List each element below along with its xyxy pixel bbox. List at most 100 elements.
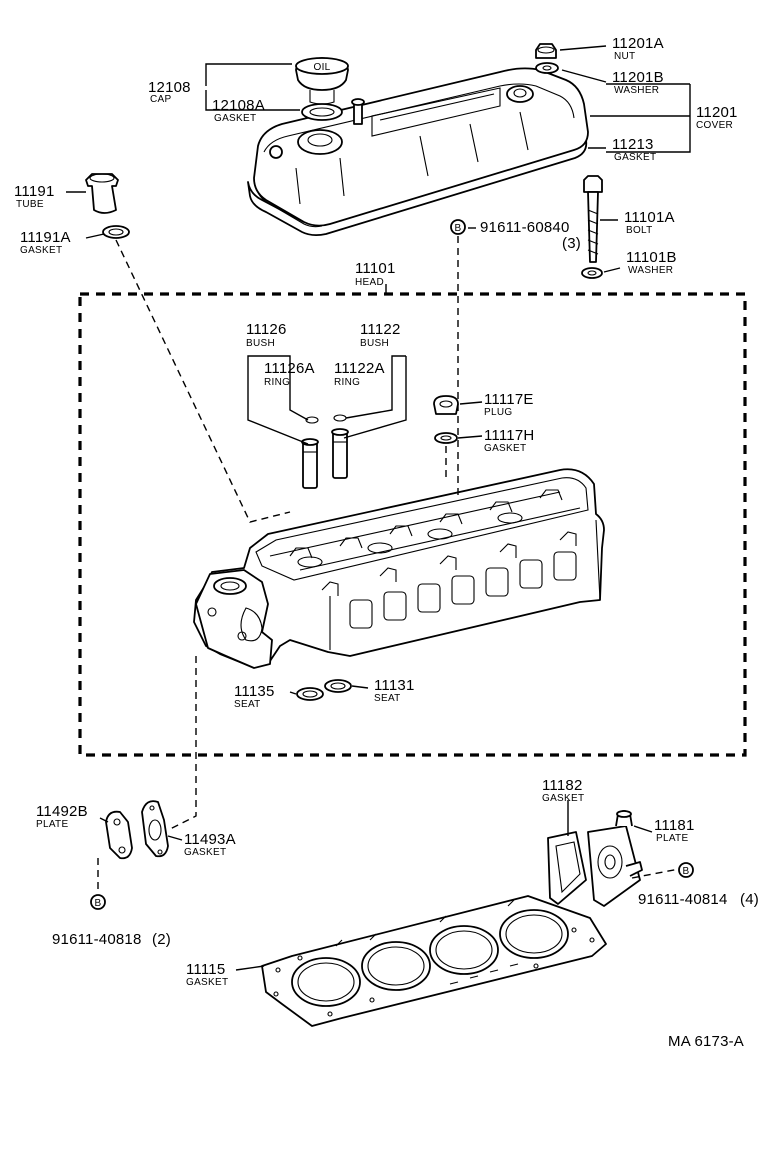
head-assembly-boundary	[78, 284, 747, 757]
label-cap: 12108 CAP	[148, 79, 191, 105]
label-left-gasket: 11493A GASKET	[184, 831, 236, 858]
label-cover: 11201 COVER	[696, 104, 738, 131]
label-bush-intake: 11126 BUSH	[246, 321, 287, 349]
label-right-plate: 11181 PLATE	[654, 817, 695, 844]
svg-text:B: B	[95, 898, 102, 909]
cylinder-head-drawing	[193, 468, 605, 669]
svg-text:11213: 11213	[612, 136, 654, 153]
svg-text:HEAD: HEAD	[355, 277, 384, 288]
svg-text:11131: 11131	[374, 677, 415, 694]
intake-bush-ring-drawing	[305, 416, 319, 424]
label-bolt-ref-top: 91611-60840 (3)	[480, 219, 581, 252]
cover-nut-drawing	[535, 43, 557, 59]
svg-text:12108: 12108	[148, 79, 191, 96]
right-gasket-drawing	[547, 831, 587, 905]
svg-text:12108A: 12108A	[212, 97, 265, 114]
svg-text:B: B	[455, 223, 462, 234]
intake-valve-seat-drawing	[296, 687, 324, 701]
label-ring-exhaust: 11122A RING	[334, 360, 385, 388]
svg-text:(4): (4)	[740, 891, 759, 908]
svg-text:11493A: 11493A	[184, 831, 236, 848]
svg-text:NUT: NUT	[614, 51, 635, 62]
svg-text:GASKET: GASKET	[186, 977, 228, 988]
label-tube-gasket: 11191A GASKET	[20, 229, 71, 256]
svg-text:CAP: CAP	[150, 94, 171, 105]
label-cover-washer: 11201B WASHER	[612, 69, 664, 96]
svg-text:PLUG: PLUG	[484, 407, 512, 418]
b-marker-left: B	[90, 894, 106, 910]
svg-text:BOLT: BOLT	[626, 225, 653, 236]
svg-text:11191A: 11191A	[20, 229, 71, 246]
svg-text:11126: 11126	[246, 321, 287, 338]
label-plug: 11117E PLUG	[484, 391, 534, 418]
label-nut: 11201A NUT	[612, 35, 664, 62]
svg-text:11117E: 11117E	[484, 391, 534, 408]
label-head: 11101 HEAD	[355, 260, 396, 288]
label-bolt-ref-right: 91611-40814 (4)	[638, 891, 759, 908]
b-marker-right: B	[678, 862, 694, 878]
svg-text:91611-60840: 91611-60840	[480, 219, 570, 236]
svg-text:11135: 11135	[234, 683, 275, 700]
svg-text:11181: 11181	[654, 817, 695, 834]
label-bolt-washer: 11101B WASHER	[626, 249, 677, 276]
svg-text:11115: 11115	[186, 961, 225, 978]
cap-marking: OIL	[313, 62, 330, 73]
right-plate-drawing	[587, 810, 643, 907]
svg-text:(2): (2)	[152, 931, 171, 948]
svg-text:WASHER: WASHER	[614, 85, 659, 96]
label-seat-intake: 11135 SEAT	[234, 683, 275, 710]
svg-text:TUBE: TUBE	[16, 199, 44, 210]
svg-text:11122: 11122	[360, 321, 401, 338]
diagram-id: MA 6173-A	[668, 1033, 744, 1050]
svg-text:SEAT: SEAT	[374, 693, 401, 704]
svg-text:COVER: COVER	[696, 120, 733, 131]
svg-text:11201: 11201	[696, 104, 738, 121]
svg-text:11126A: 11126A	[264, 360, 315, 377]
svg-text:11101B: 11101B	[626, 249, 677, 266]
cylinder-head-gasket-drawing	[261, 895, 607, 1027]
svg-text:RING: RING	[264, 377, 290, 388]
svg-text:PLATE: PLATE	[656, 833, 688, 844]
label-cap-gasket: 12108A GASKET	[212, 97, 265, 124]
svg-text:PLATE: PLATE	[36, 819, 68, 830]
svg-text:11101: 11101	[355, 260, 396, 277]
svg-text:11201B: 11201B	[612, 69, 664, 86]
svg-text:GASKET: GASKET	[542, 793, 584, 804]
exhaust-valve-seat-drawing	[324, 679, 352, 693]
svg-text:11182: 11182	[542, 777, 583, 794]
svg-text:RING: RING	[334, 377, 360, 388]
label-tube: 11191 TUBE	[14, 183, 54, 210]
svg-text:GASKET: GASKET	[20, 245, 62, 256]
oil-filler-cap-gasket-drawing	[301, 103, 343, 121]
valve-cover-drawing	[253, 67, 589, 227]
label-bolt: 11101A BOLT	[624, 209, 675, 236]
intake-valve-guide-bush-drawing	[301, 438, 319, 489]
tube-drawing	[85, 173, 119, 214]
left-cover-plate-drawing	[105, 810, 133, 860]
label-right-gasket: 11182 GASKET	[542, 777, 584, 804]
leader-lines	[66, 45, 691, 971]
label-bolt-ref-left: 91611-40818 (2)	[52, 931, 171, 948]
assembly-dashed-lines	[97, 236, 685, 890]
svg-text:GASKET: GASKET	[614, 152, 656, 163]
head-bolt-washer-drawing	[581, 267, 603, 279]
svg-text:WASHER: WASHER	[628, 265, 673, 276]
svg-text:GASKET: GASKET	[214, 113, 256, 124]
label-bush-exhaust: 11122 BUSH	[360, 321, 401, 349]
label-cover-gasket: 11213 GASKET	[612, 136, 656, 163]
b-marker-top: B	[450, 219, 466, 235]
svg-text:SEAT: SEAT	[234, 699, 261, 710]
svg-text:GASKET: GASKET	[184, 847, 226, 858]
svg-text:BUSH: BUSH	[246, 338, 275, 349]
svg-text:GASKET: GASKET	[484, 443, 526, 454]
label-plug-gasket: 11117H GASKET	[484, 427, 534, 454]
exhaust-valve-guide-bush-drawing	[331, 428, 349, 479]
oil-filler-cap-drawing: OIL	[295, 57, 349, 105]
svg-text:11122A: 11122A	[334, 360, 385, 377]
svg-text:11492B: 11492B	[36, 803, 88, 820]
label-head-gasket: 11115 GASKET	[186, 961, 228, 988]
tube-gasket-drawing	[102, 225, 130, 239]
label-left-plate: 11492B PLATE	[36, 803, 88, 830]
svg-text:91611-40818: 91611-40818	[52, 931, 142, 948]
